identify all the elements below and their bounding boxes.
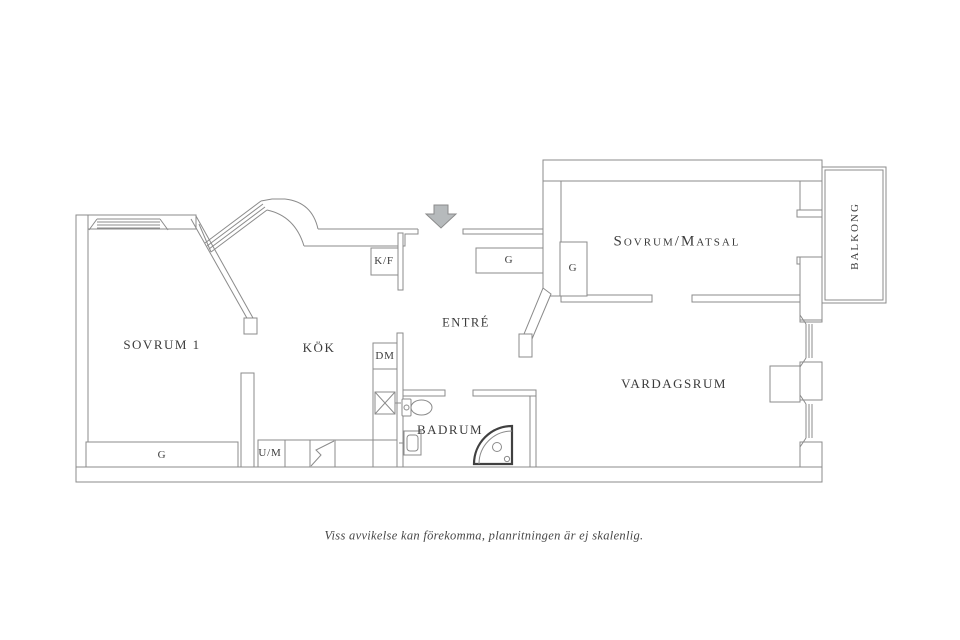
window-sovrum1: [88, 218, 169, 231]
sink-icon: [399, 430, 422, 456]
room-label-sovrum1: SOVRUM 1: [123, 337, 201, 352]
room-label-vardagsrum: VARDAGSRUM: [621, 376, 727, 391]
fixture-label-g-sovrum-matsal: G: [568, 262, 578, 274]
wardrobe-sovrum-matsal-box: [559, 241, 588, 297]
fixture-label-dm: DM: [375, 350, 395, 362]
disclaimer-text: Viss avvikelse kan förekomma, planritnin…: [324, 528, 644, 543]
toilet-icon: [401, 398, 433, 417]
room-label-kok: KÖK: [302, 340, 336, 355]
fixture-label-um: U/M: [258, 447, 282, 459]
fixture-label-g-entre: G: [504, 254, 514, 266]
room-label-balkong: BALKONG: [849, 202, 861, 270]
fixture-label-g-sovrum1: G: [157, 449, 167, 461]
interior-walls: [240, 180, 801, 468]
entry-arrow-icon: [424, 204, 458, 229]
counter-break-symbol: [310, 440, 335, 467]
fixture-label-kf: K/F: [374, 255, 394, 267]
windows-vardagsrum: [799, 314, 822, 448]
shaft-icon: [374, 391, 401, 415]
kitchen-counter-row: [257, 439, 374, 468]
wardrobe-sovrum1-box: [85, 441, 239, 468]
room-label-sovrum-matsal: Sovrum/Matsal: [613, 233, 741, 250]
kitchen-bay-and-chamfer: [190, 198, 419, 335]
wardrobe-entre-box: [475, 247, 544, 274]
fridge-freezer-box: [370, 247, 399, 276]
room-label-entre: ENTRÉ: [442, 315, 490, 330]
room-label-badrum: BADRUM: [416, 422, 484, 437]
balcony-outline: [821, 166, 887, 304]
shower-icon: [472, 424, 514, 466]
fixture-boxes: [85, 241, 588, 468]
